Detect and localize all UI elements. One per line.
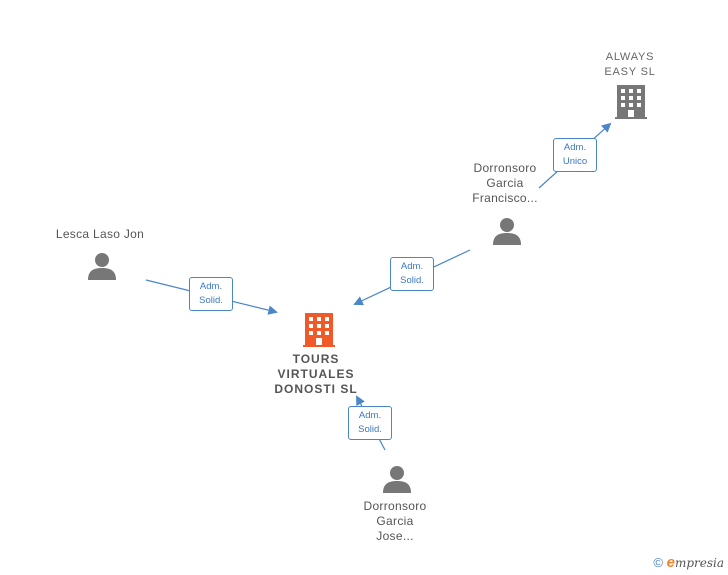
node-label-dorronsoro-francisco: Dorronsoro Garcia Francisco... bbox=[455, 161, 555, 206]
edge-label-line2: Solid. bbox=[358, 424, 382, 435]
francisco-line2: Garcia bbox=[486, 176, 524, 190]
edge-label-adm-solid-jose[interactable]: Adm. Solid. bbox=[348, 406, 392, 440]
edge-label-adm-solid-francisco[interactable]: Adm. Solid. bbox=[390, 257, 434, 291]
edge-label-line2: Solid. bbox=[400, 275, 424, 286]
tours-line1: TOURS bbox=[292, 352, 340, 366]
always-easy-line1: ALWAYS bbox=[605, 51, 655, 63]
always-easy-line2: EASY SL bbox=[604, 66, 656, 78]
brand-logo-text: mpresia bbox=[674, 556, 724, 570]
francisco-line1: Dorronsoro bbox=[473, 161, 537, 175]
main-company-building-icon[interactable] bbox=[303, 312, 335, 348]
person-icon[interactable] bbox=[492, 216, 522, 246]
edge-label-line2: Unico bbox=[562, 156, 588, 167]
jose-line1: Dorronsoro bbox=[363, 499, 427, 513]
footer-brand: © empresia bbox=[653, 554, 724, 571]
edge-label-line1: Adm. bbox=[199, 281, 223, 292]
jose-line3: Jose... bbox=[376, 529, 414, 543]
edge-label-line1: Adm. bbox=[563, 142, 587, 153]
person-icon[interactable] bbox=[87, 251, 117, 281]
node-label-lesca-laso-jon: Lesca Laso Jon bbox=[40, 227, 160, 242]
edge-label-adm-solid-lesca[interactable]: Adm. Solid. bbox=[189, 277, 233, 311]
node-label-dorronsoro-jose: Dorronsoro Garcia Jose... bbox=[345, 499, 445, 544]
edge-label-adm-unico[interactable]: Adm. Unico bbox=[553, 138, 597, 172]
node-label-always-easy: ALWAYS EASY SL bbox=[590, 50, 670, 80]
node-label-tours-virtuales: TOURS VIRTUALES DONOSTI SL bbox=[256, 352, 376, 397]
edge-label-line1: Adm. bbox=[358, 410, 382, 421]
jose-line2: Garcia bbox=[376, 514, 414, 528]
edge-label-line1: Adm. bbox=[400, 261, 424, 272]
tours-line3: DONOSTI SL bbox=[274, 382, 358, 396]
tours-line2: VIRTUALES bbox=[277, 367, 355, 381]
building-icon[interactable] bbox=[615, 84, 647, 120]
edge-label-line2: Solid. bbox=[199, 295, 223, 306]
lesca-line1: Lesca Laso Jon bbox=[55, 227, 145, 241]
copyright-icon: © bbox=[653, 555, 663, 570]
person-icon[interactable] bbox=[382, 464, 412, 494]
brand-logo-e: e bbox=[666, 554, 675, 571]
francisco-line3: Francisco... bbox=[472, 191, 538, 205]
